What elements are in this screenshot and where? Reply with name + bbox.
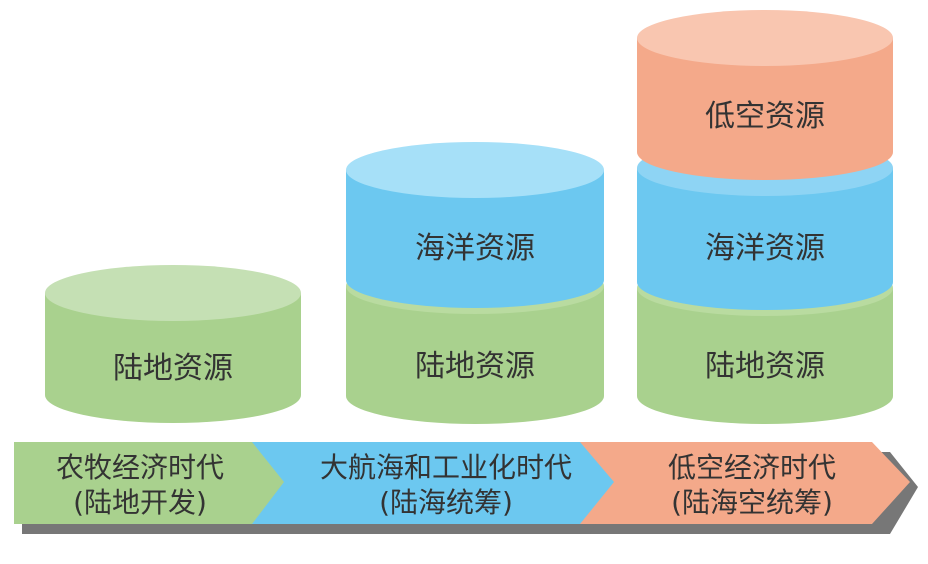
cylinder-label: 陆地资源	[705, 349, 825, 384]
cylinder-label: 低空资源	[705, 99, 825, 134]
stack-3: 陆地资源 海洋资源 低空资源	[637, 10, 893, 424]
stack-2: 陆地资源 海洋资源	[346, 142, 604, 424]
timeline-label-1-era: 农牧经济时代	[56, 451, 224, 484]
stack-1: 陆地资源	[45, 265, 301, 423]
timeline-label-1-scope: (陆地开发)	[73, 486, 207, 519]
timeline-segment-maritime	[252, 442, 622, 524]
timeline-label-2-scope: (陆海统筹)	[379, 486, 513, 519]
cylinder-label: 陆地资源	[415, 349, 535, 384]
cylinder-land: 陆地资源	[45, 265, 301, 423]
cylinder-label: 海洋资源	[415, 231, 535, 266]
cylinder-ocean: 海洋资源	[346, 142, 604, 308]
timeline-label-3-scope: (陆海空统筹)	[671, 486, 833, 519]
cylinder-label: 陆地资源	[113, 351, 233, 386]
timeline-label-3-era: 低空经济时代	[668, 451, 836, 484]
timeline-label-2-era: 大航海和工业化时代	[320, 451, 572, 484]
timeline-banner: 农牧经济时代 (陆地开发) 大航海和工业化时代 (陆海统筹) 低空经济时代 (陆…	[14, 442, 918, 534]
timeline-segment-lowair	[580, 442, 910, 524]
cylinder-lowair: 低空资源	[637, 10, 893, 180]
timeline-segment-farming	[14, 442, 290, 524]
cylinder-label: 海洋资源	[705, 231, 825, 266]
